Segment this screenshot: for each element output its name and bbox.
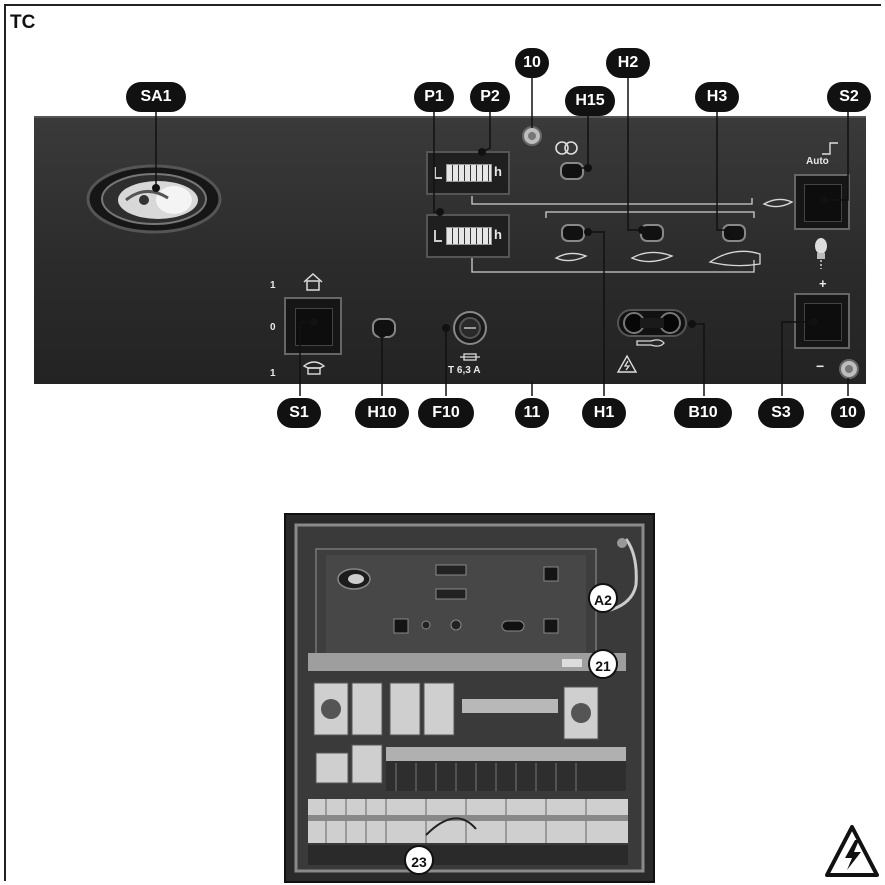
cabinet-interior	[286, 515, 653, 881]
telephone-icon	[302, 361, 326, 375]
callout-10-top: 10	[515, 48, 549, 78]
callout-s3: S3	[758, 398, 804, 428]
callout-f10: F10	[418, 398, 474, 428]
callout-sa1: SA1	[126, 82, 186, 112]
plus-sign: +	[819, 276, 827, 291]
bulb-icon	[815, 238, 827, 269]
label-21: 21	[588, 649, 618, 679]
callout-h2: H2	[606, 48, 650, 78]
flame-sight-glass	[86, 164, 222, 234]
indicator-lamp-h1	[561, 224, 585, 242]
switch-position-0: 0	[270, 322, 276, 333]
label-a2: A2	[588, 583, 618, 613]
auto-switch-symbol	[822, 142, 838, 155]
auto-label: Auto	[806, 156, 829, 167]
high-voltage-warning-icon	[616, 354, 638, 373]
fuse-rating: T 6,3 A	[448, 365, 481, 376]
label-23: 23	[404, 845, 434, 875]
hour-counter-p1: h	[426, 214, 510, 258]
switch-position-1-top: 1	[270, 280, 276, 291]
fuse-holder-f10[interactable]	[450, 310, 490, 346]
callout-10-bottom: 10	[831, 398, 865, 428]
callout-s1: S1	[277, 398, 321, 428]
callout-h15: H15	[565, 86, 615, 116]
fuse-symbol-icon	[460, 353, 480, 361]
control-panel: h h Auto	[34, 116, 866, 384]
indicator-lamp-h15	[560, 162, 584, 180]
connector-b10[interactable]	[612, 304, 692, 344]
callout-h3: H3	[695, 82, 739, 112]
callout-p1: P1	[414, 82, 454, 112]
figure-frame	[4, 4, 881, 881]
screw-icon	[839, 359, 859, 379]
switch-position-1-bottom: 1	[270, 368, 276, 379]
callout-p2: P2	[470, 82, 510, 112]
switch-s1[interactable]	[284, 297, 342, 355]
callout-11: 11	[515, 398, 549, 428]
callout-h10: H10	[355, 398, 409, 428]
callout-h1: H1	[582, 398, 626, 428]
callout-s2: S2	[827, 82, 871, 112]
callout-b10: B10	[674, 398, 732, 428]
panel-bracket-lines	[471, 196, 794, 347]
control-cabinet-photo: A2 21 23	[284, 513, 655, 883]
counter-unit: h	[494, 164, 502, 179]
counter-unit: h	[494, 227, 502, 242]
hour-counter-p2: h	[426, 151, 510, 195]
section-label: TC	[10, 12, 36, 33]
high-voltage-warning-icon	[825, 825, 879, 877]
transformer-symbol-icon	[555, 141, 578, 155]
minus-sign: −	[816, 358, 825, 374]
house-icon	[303, 272, 323, 291]
